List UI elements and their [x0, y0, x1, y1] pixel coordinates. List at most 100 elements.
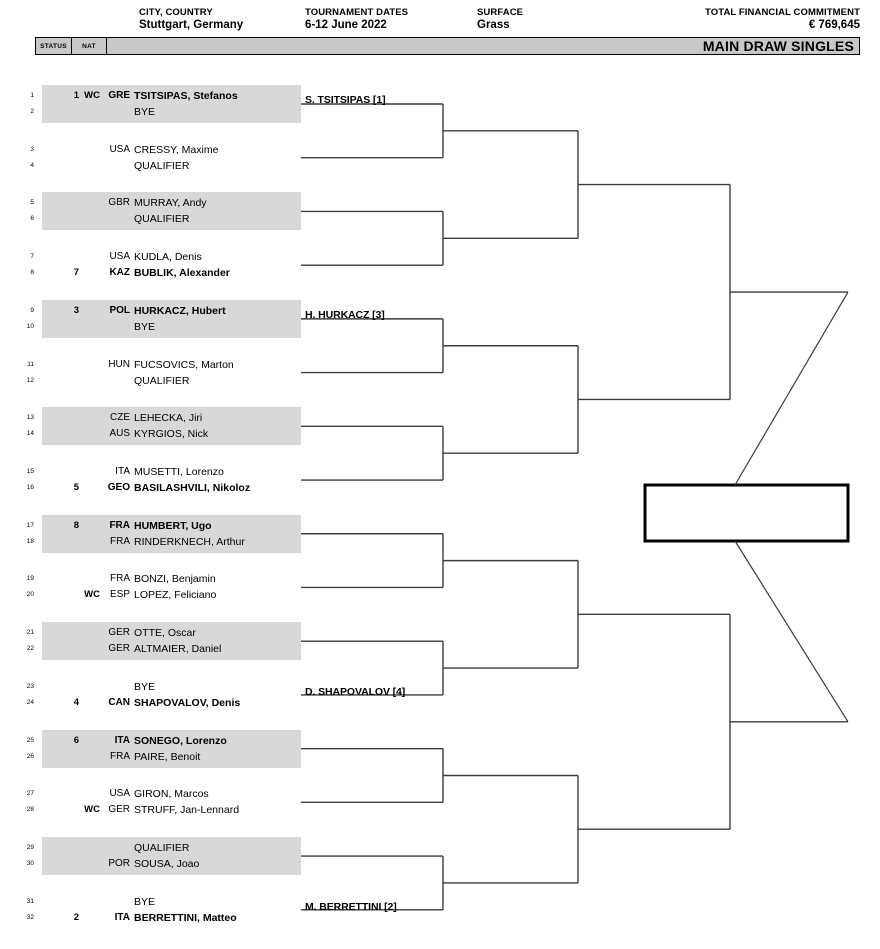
entry-number: 24 [26, 698, 34, 706]
entry-nationality: ESP [109, 589, 130, 601]
entry-player-name: SHAPOVALOV, Denis [134, 696, 241, 709]
entry-player-name: QUALIFIER [134, 374, 190, 387]
entry-number: 32 [26, 913, 34, 921]
entry-nationality: FRA [110, 573, 130, 585]
city-country-column: CITY, COUNTRY Stuttgart, Germany [139, 7, 243, 32]
entry-number: 31 [26, 897, 34, 905]
entry-player-name: FUCSOVICS, Marton [134, 358, 234, 371]
entry-status: WC [84, 804, 100, 816]
surface-label: SURFACE [477, 7, 524, 18]
entry-player-name: HUMBERT, Ugo [134, 519, 212, 532]
entry-player-name: CRESSY, Maxime [134, 143, 219, 156]
entry-number: 19 [26, 575, 34, 583]
status-column-label: STATUS [40, 42, 67, 50]
entry-player-name: LOPEZ, Feliciano [134, 589, 217, 602]
round2-winner-label: H. HURKACZ [3] [305, 309, 385, 321]
nat-column-header: NAT [72, 38, 107, 54]
entry-number: 15 [26, 468, 34, 476]
entry-nationality: USA [109, 143, 130, 155]
entry-player-name: SONEGO, Lorenzo [134, 734, 227, 747]
round2-winner-label: S. TSITSIPAS [1] [305, 94, 386, 106]
city-country-label: CITY, COUNTRY [139, 7, 213, 18]
draw-entry[interactable]: 7 USA KUDLA, Denis [30, 249, 301, 265]
entry-number: 22 [26, 645, 34, 653]
entry-player-name: KUDLA, Denis [134, 251, 202, 264]
entry-status: WC [84, 90, 100, 101]
entry-number: 26 [26, 752, 34, 760]
entry-number: 30 [26, 860, 34, 868]
entry-nationality: KAZ [109, 267, 130, 279]
entry-number: 9 [30, 306, 34, 314]
entry-number: 10 [26, 322, 34, 330]
entry-number: 16 [26, 484, 34, 492]
nat-column-label: NAT [82, 42, 96, 50]
entry-number: 7 [30, 253, 34, 261]
entry-nationality: USA [109, 251, 130, 263]
entry-number: 23 [26, 682, 34, 690]
entry-number: 17 [26, 521, 34, 529]
entry-player-name: BYE [134, 106, 156, 118]
entry-nationality: GBR [108, 197, 130, 209]
entry-player-name: KYRGIOS, Nick [134, 428, 209, 441]
entry-player-name: MUSETTI, Lorenzo [134, 466, 224, 479]
entry-number: 14 [26, 430, 34, 438]
entry-player-name: BASILASHVILI, Nikoloz [134, 482, 251, 495]
draw-title-bar: STATUS NAT MAIN DRAW SINGLES [35, 37, 860, 55]
entry-player-name: BUBLIK, Alexander [134, 267, 230, 280]
entry-player-name: BYE [134, 680, 156, 693]
entry-nationality: CAN [108, 696, 130, 708]
city-country-value: Stuttgart, Germany [139, 19, 244, 31]
entry-number: 13 [26, 414, 34, 422]
entry-number: 18 [26, 537, 34, 545]
entry-status: WC [84, 589, 100, 601]
entry-nationality: FRA [110, 750, 130, 762]
entry-player-name: BONZI, Benjamin [134, 573, 216, 586]
tournament-dates-column: TOURNAMENT DATES 6-12 June 2022 [305, 7, 408, 32]
entry-nationality: ITA [114, 911, 130, 923]
entry-player-name: SOUSA, Joao [134, 858, 200, 871]
entry-number: 6 [30, 215, 34, 223]
draw-entry[interactable]: 19 FRA BONZI, Benjamin [27, 571, 301, 587]
entry-player-name: MURRAY, Andy [134, 197, 207, 210]
entry-seed: 1 [73, 90, 79, 101]
entry-seed: 8 [73, 519, 79, 531]
draw-entry[interactable]: 23 BYE [27, 679, 301, 695]
